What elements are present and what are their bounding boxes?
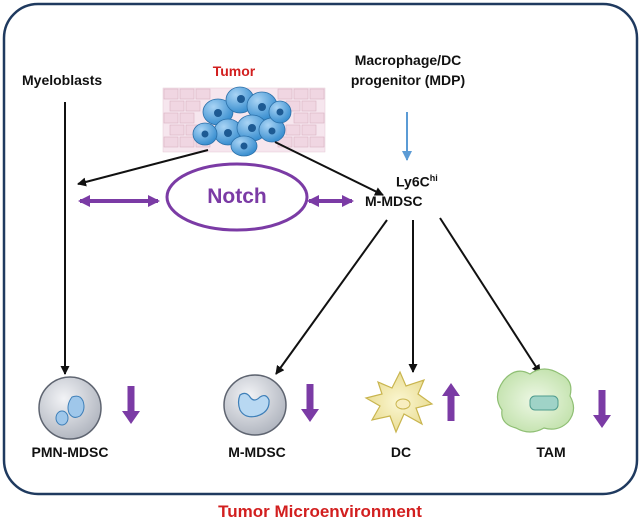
dc-label: DC xyxy=(390,444,412,460)
pmn-mdsc-label: PMN-MDSC xyxy=(31,444,109,460)
pmn-mdsc-cell-icon xyxy=(38,376,102,440)
arrow-ly6c-to-tam xyxy=(439,217,541,374)
diagram-frame xyxy=(2,2,639,496)
macrophage-cell-icon xyxy=(496,368,575,433)
notch-label: Notch xyxy=(207,185,267,208)
ly6c-hi-label: Ly6Chi xyxy=(396,170,438,191)
m-mdsc-cell-icon xyxy=(223,374,287,436)
ly6c-prefix: Ly6C xyxy=(396,173,430,190)
mdp-label-line2: progenitor (MDP) xyxy=(350,72,466,88)
arrow-ly6c-to-mmdsc xyxy=(275,219,388,375)
myeloblasts-label: Myeloblasts xyxy=(22,72,103,88)
ly6c-superscript: hi xyxy=(429,173,438,183)
tumor-tissue-icon xyxy=(162,86,326,157)
mdp-label-line1: Macrophage/DC xyxy=(354,52,462,68)
tam-label: TAM xyxy=(536,444,566,460)
arrow-up-icon xyxy=(442,383,460,421)
arrow-tumor-to-ly6c xyxy=(274,141,384,196)
arrow-down-icon xyxy=(122,386,140,424)
tumor-label: Tumor xyxy=(212,63,256,79)
m-mdsc-label: M-MDSC xyxy=(228,444,286,460)
trend-arrows xyxy=(122,383,611,428)
footer-title: Tumor Microenvironment xyxy=(218,502,422,521)
arrow-down-icon xyxy=(593,390,611,428)
ly6c-mmdsc-label: M-MDSC xyxy=(365,193,423,209)
arrow-down-icon xyxy=(301,384,319,422)
dendritic-cell-icon xyxy=(364,370,434,434)
arrow-tumor-to-left xyxy=(77,149,209,187)
